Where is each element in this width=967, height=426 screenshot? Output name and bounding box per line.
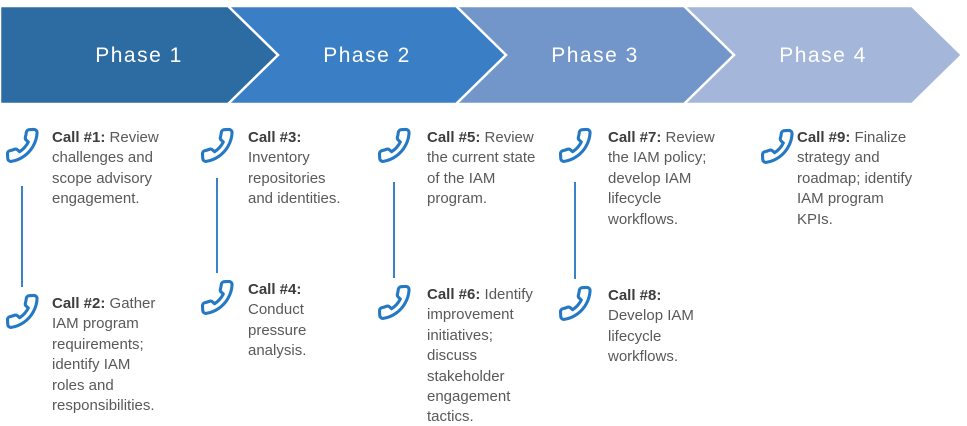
call-8-label: Call #8: (608, 287, 662, 304)
call-3-label: Call #3: (248, 129, 302, 146)
call-6-label: Call #6: (427, 286, 485, 303)
call-7-text: Call #7: Review the IAM policy; develop … (608, 129, 715, 228)
call-1-label: Call #1: (52, 129, 110, 146)
phone-icon (200, 127, 234, 163)
phase-banner: Phase 1 Phase 2 Phase 3 Phase 4 (0, 4, 964, 106)
call-5-text: Call #5: Review the current state of the… (427, 129, 536, 208)
call-2-text: Call #2: Gather IAM program requirements… (52, 295, 156, 414)
call-6-text: Call #6: Identify improvement initiative… (427, 286, 533, 426)
phone-icon (5, 293, 39, 329)
call-8-text: Call #8: Develop IAM lifecycle workflows… (608, 287, 694, 366)
phone-icon (558, 285, 592, 321)
call-9-label: Call #9: (797, 129, 855, 146)
call-2-label: Call #2: (52, 295, 110, 312)
phase-2-label: Phase 2 (323, 44, 411, 67)
phone-icon (377, 284, 411, 320)
connector-line (21, 186, 23, 287)
call-7-label: Call #7: (608, 129, 666, 146)
phase-4-label: Phase 4 (779, 44, 867, 67)
call-4-text: Call #4: Conduct pressure analysis. (248, 281, 307, 360)
call-4-label: Call #4: (248, 281, 302, 298)
call-9-text: Call #9: Finalize strategy and roadmap; … (797, 129, 913, 228)
phone-icon (377, 127, 411, 163)
connector-line (574, 182, 576, 279)
call-5-label: Call #5: (427, 129, 485, 146)
connector-line (393, 182, 395, 278)
call-1-text: Call #1: Review challenges and scope adv… (52, 129, 159, 208)
call-3-text: Call #3: Inventory repositories and iden… (248, 129, 341, 208)
phone-icon (558, 127, 592, 163)
phone-icon (760, 128, 794, 164)
phone-icon (200, 279, 234, 315)
phase-1-arrow (0, 4, 280, 106)
phone-icon (5, 127, 39, 163)
connector-line (216, 178, 218, 273)
phase-3-label: Phase 3 (551, 44, 639, 67)
phase-1-label: Phase 1 (95, 44, 183, 67)
